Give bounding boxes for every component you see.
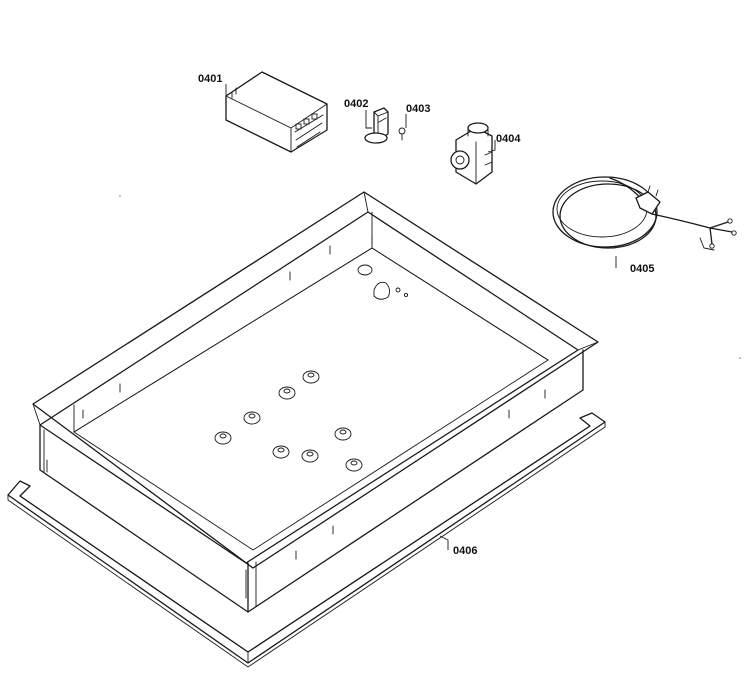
switch-0402 <box>364 107 389 144</box>
label-0401: 0401 <box>198 73 222 85</box>
label-0403: 0403 <box>406 103 430 115</box>
burner-ports <box>214 370 363 472</box>
burner-pan <box>32 191 599 613</box>
label-0404: 0404 <box>496 133 521 145</box>
gas-valve-0404 <box>450 122 493 185</box>
label-0406: 0406 <box>453 545 477 557</box>
gasket-frame-0406 <box>7 412 606 668</box>
spark-module-0401 <box>225 71 328 153</box>
leader-lines <box>225 84 617 550</box>
label-0405: 0405 <box>630 263 654 275</box>
screw-0403 <box>398 127 406 141</box>
label-0402: 0402 <box>344 98 368 110</box>
power-cord-0405 <box>552 176 737 251</box>
